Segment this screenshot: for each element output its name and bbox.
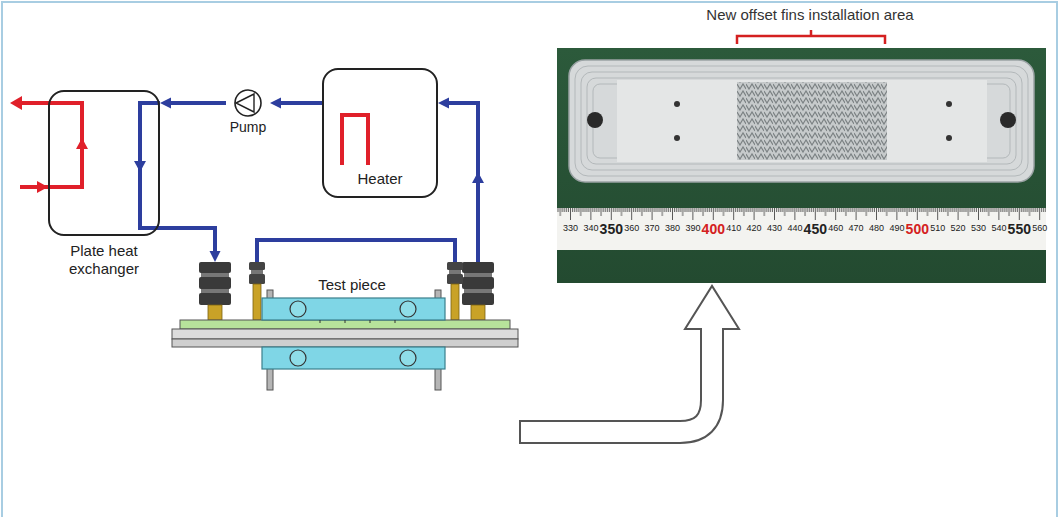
ruler-number: 370 — [645, 224, 660, 233]
pipe-connector — [160, 98, 226, 109]
hollow-arrow-end — [519, 420, 521, 444]
hollow-arrow-head — [685, 286, 739, 329]
heater-box: Heater — [322, 68, 438, 198]
ruler-number: 560 — [1032, 224, 1047, 233]
component-label: Plate heat exchanger — [52, 242, 156, 278]
ruler-number: 380 — [665, 224, 680, 233]
arrow-head — [160, 98, 171, 109]
ruler-number: 410 — [726, 224, 741, 233]
coolant-pipe — [134, 103, 484, 228]
ruler-number: 480 — [869, 224, 884, 233]
ruler-number: 450 — [804, 222, 827, 236]
region-bracket — [737, 30, 885, 44]
ruler-number: 550 — [1008, 222, 1031, 236]
photo-heading: New offset fins installation area — [706, 6, 913, 24]
component-label: Heater — [324, 170, 436, 188]
arrow-head — [438, 98, 449, 109]
photo-panel: New offset fins installation area — [557, 48, 1046, 283]
test-piece-assembly: Test piece — [170, 262, 520, 442]
hollow-arrow-head-fill — [685, 286, 739, 329]
ruler-number: 540 — [991, 224, 1006, 233]
ruler-number: 510 — [930, 224, 945, 233]
ruler-number: 420 — [747, 224, 762, 233]
ruler-number: 460 — [828, 224, 843, 233]
ruler-number: 360 — [624, 224, 639, 233]
ruler-number: 440 — [787, 224, 802, 233]
pipe-line — [160, 228, 215, 251]
ruler-number: 430 — [767, 224, 782, 233]
ruler-number: 490 — [889, 224, 904, 233]
pump-symbol — [235, 90, 261, 116]
hollow-arrow — [520, 286, 739, 444]
hollow-arrow-fill — [520, 329, 712, 432]
pipe-connector — [438, 98, 478, 263]
component-label: Pump — [226, 119, 270, 136]
arrow-head — [270, 98, 281, 109]
pump-node: Pump — [226, 89, 270, 139]
ruler-number: 400 — [702, 222, 725, 236]
ruler-number: 470 — [849, 224, 864, 233]
ruler-number: 340 — [583, 224, 598, 233]
pipe-connector — [160, 228, 221, 262]
photo-plate — [557, 48, 1046, 283]
ruler-number: 530 — [971, 224, 986, 233]
pipe-line — [171, 101, 226, 105]
pipe-connector — [270, 98, 322, 109]
test-fixture — [172, 262, 518, 390]
ruler-number: 350 — [600, 222, 623, 236]
pipe-line — [449, 103, 478, 262]
ruler-number: 500 — [906, 222, 929, 236]
heater-element — [342, 115, 368, 165]
ruler-number: 520 — [951, 224, 966, 233]
heat-exchanger-box: Plate heat exchanger — [48, 90, 160, 236]
ruler-number: 330 — [563, 224, 578, 233]
arrow-head — [210, 251, 221, 262]
component-label: Test piece — [318, 276, 386, 294]
bypass-pipe — [257, 240, 455, 264]
ruler-number: 390 — [685, 224, 700, 233]
pipe-line — [281, 101, 322, 105]
hollow-arrow-outline — [520, 329, 712, 432]
